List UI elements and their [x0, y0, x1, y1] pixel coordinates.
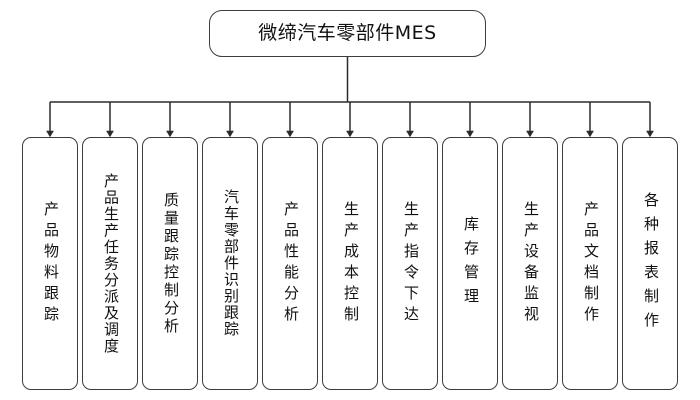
leaf-node-1[interactable]: 产品物料跟踪: [22, 137, 78, 390]
leaf-node-7[interactable]: 生产指令下达: [382, 137, 438, 390]
leaf-node-8[interactable]: 库存管理: [442, 137, 498, 390]
leaf-node-label-7: 生产指令下达: [401, 200, 420, 327]
root-node-label: 微缔汽车零部件MES: [258, 22, 437, 44]
leaf-node-10[interactable]: 产品文档制作: [562, 137, 618, 390]
leaf-node-4[interactable]: 汽车零部件识别跟踪: [202, 137, 258, 390]
leaf-node-5[interactable]: 产品性能分析: [262, 137, 318, 390]
leaf-node-label-5: 产品性能分析: [281, 200, 300, 327]
leaf-node-6[interactable]: 生产成本控制: [322, 137, 378, 390]
leaf-node-label-8: 库存管理: [461, 215, 480, 312]
leaf-node-label-10: 产品文档制作: [581, 200, 600, 327]
leaf-node-label-2: 产品生产任务分派及调度: [101, 172, 120, 355]
leaf-node-label-9: 生产设备监视: [521, 200, 540, 327]
leaf-node-2[interactable]: 产品生产任务分派及调度: [82, 137, 138, 390]
leaf-node-label-11: 各种报表制作: [641, 191, 660, 336]
leaf-node-9[interactable]: 生产设备监视: [502, 137, 558, 390]
leaf-node-label-3: 质量跟踪控制分析: [161, 191, 180, 336]
leaf-node-label-6: 生产成本控制: [341, 200, 360, 327]
leaf-node-label-4: 汽车零部件识别跟踪: [221, 189, 240, 338]
leaf-node-3[interactable]: 质量跟踪控制分析: [142, 137, 198, 390]
root-node[interactable]: 微缔汽车零部件MES: [209, 10, 486, 57]
leaf-node-label-1: 产品物料跟踪: [41, 200, 60, 327]
leaf-node-11[interactable]: 各种报表制作: [622, 137, 678, 390]
